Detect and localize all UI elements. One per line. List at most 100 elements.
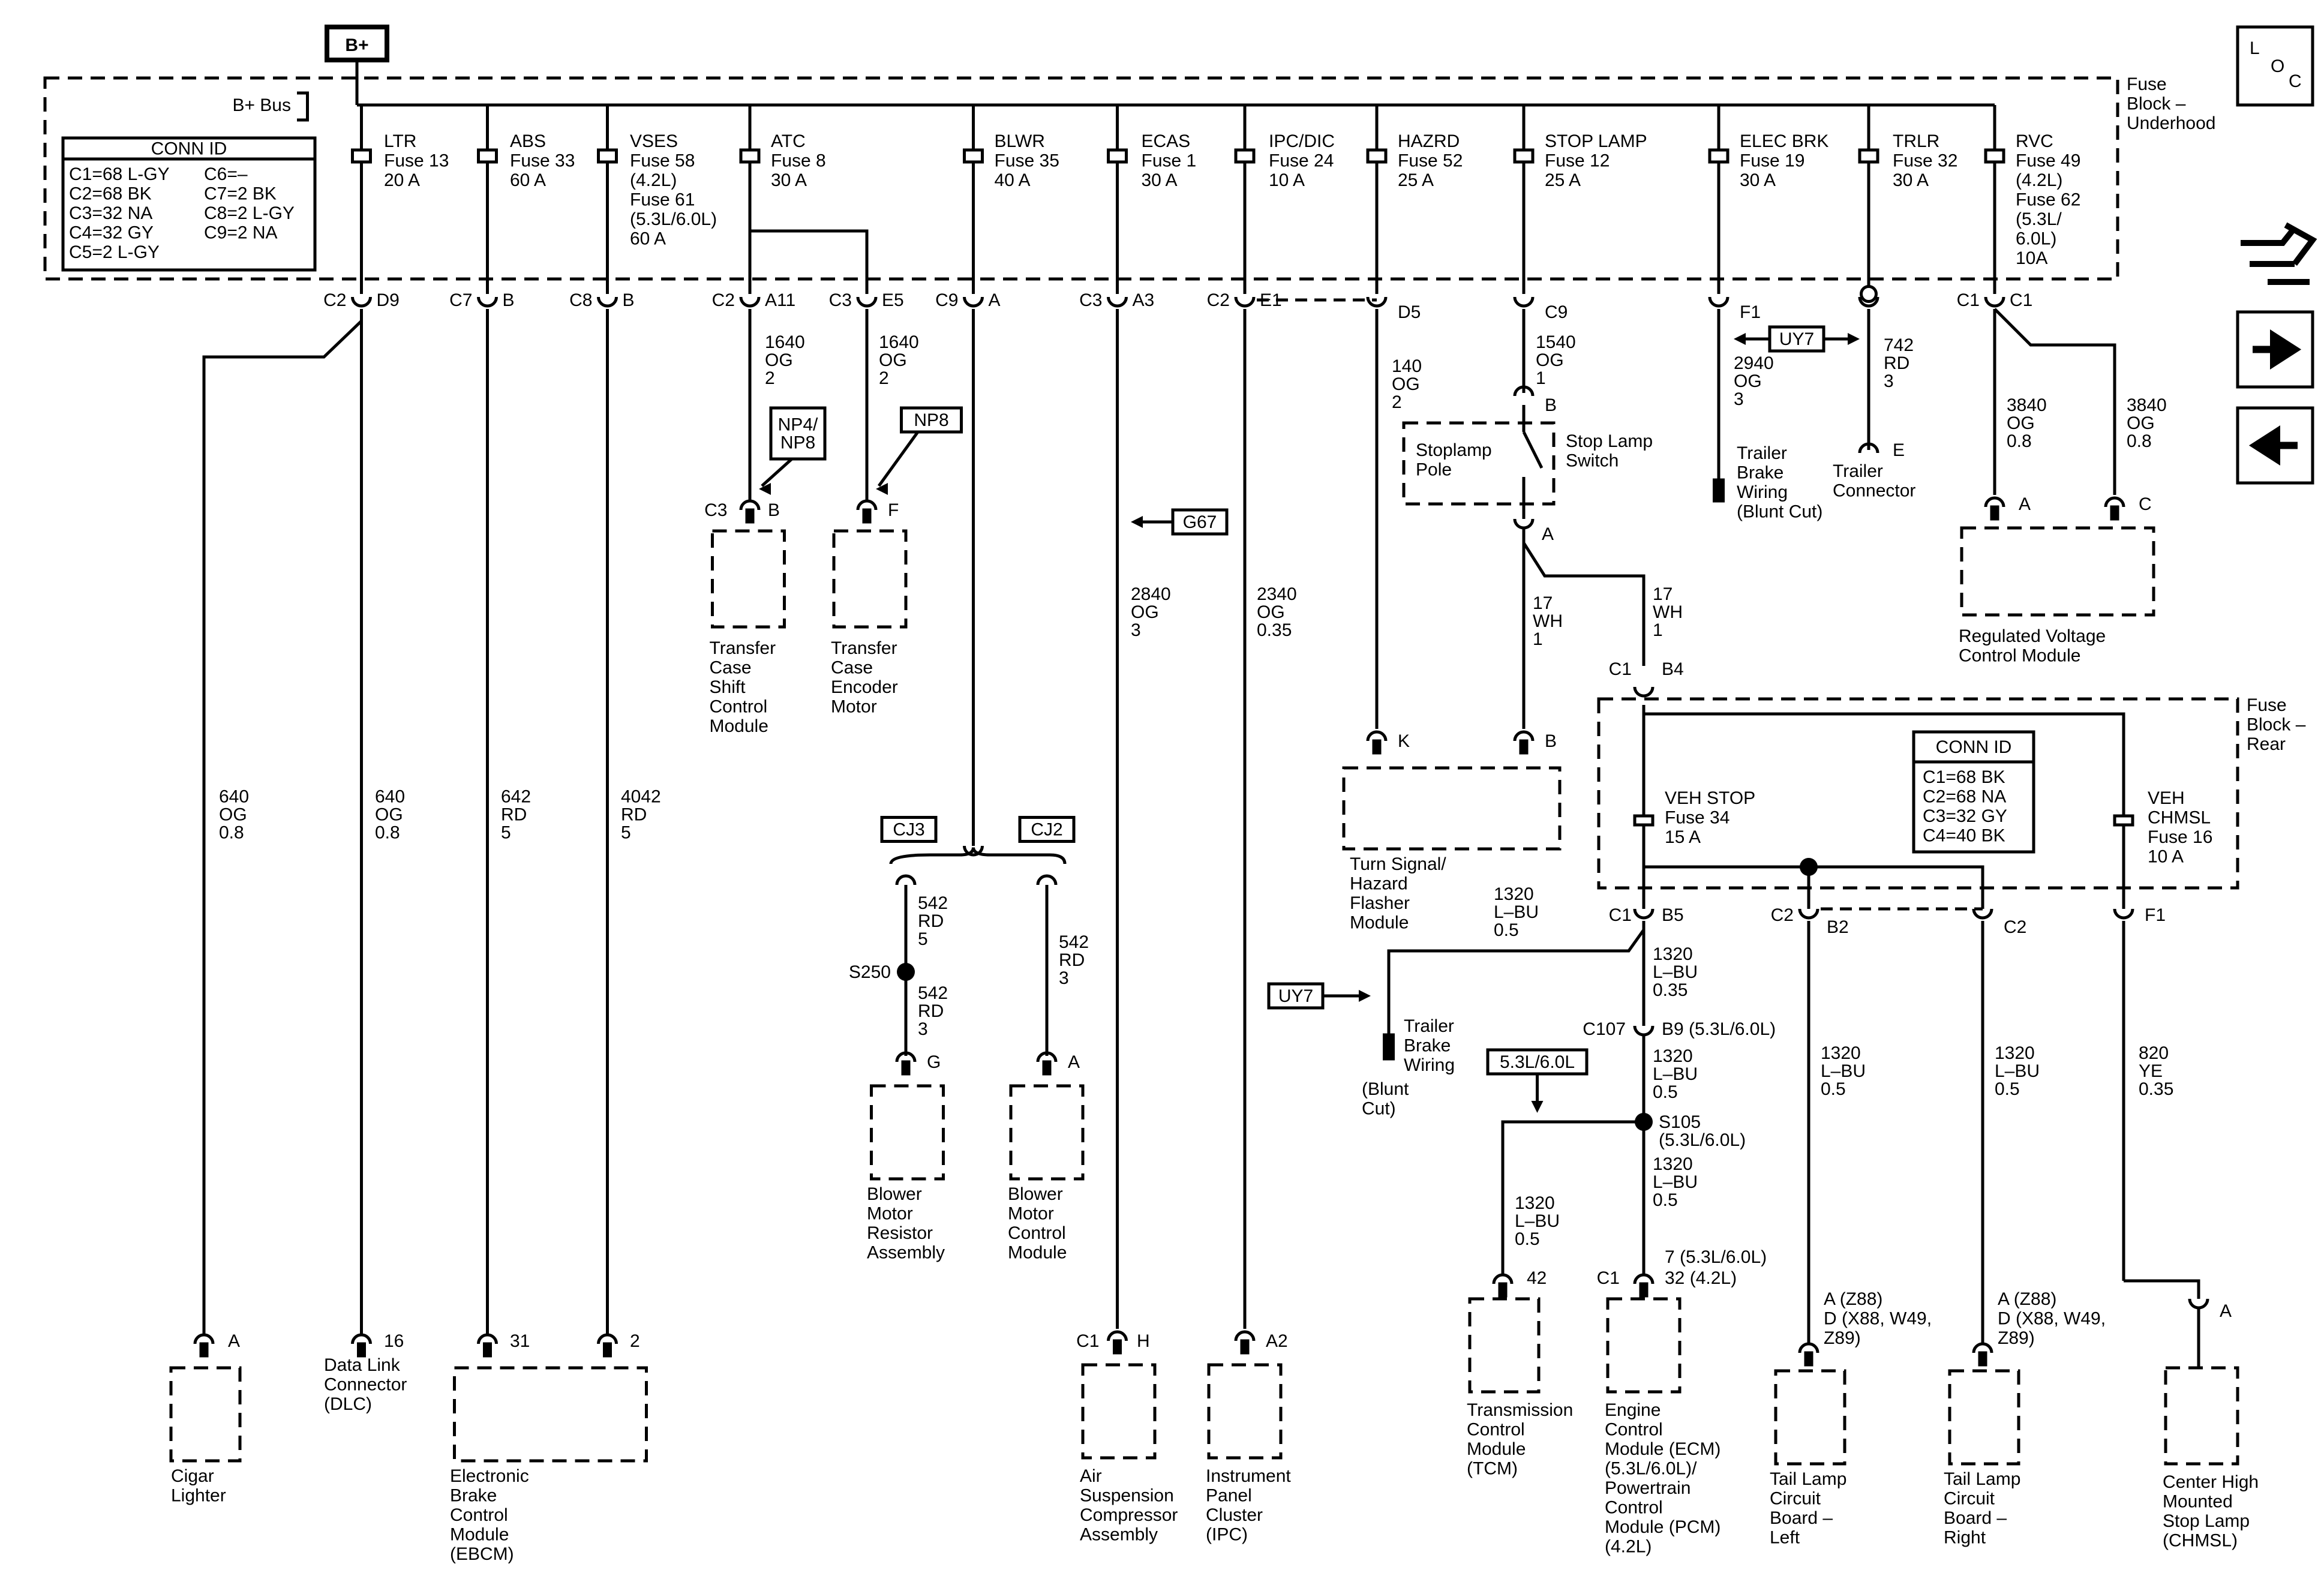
fuse-label: IPC/DIC [1269,131,1335,151]
connector-symbol [1513,730,1535,742]
connector-symbol [1972,908,1993,920]
fuse-label: ATC [771,131,806,151]
wire-label: OG [1392,374,1420,394]
fuse-label: 30 A [1740,170,1776,190]
component-label: Air [1080,1466,1102,1486]
fuse-symbol [1234,148,1256,164]
wire-label: 1 [1533,629,1543,649]
component-label: Mounted [2163,1492,2233,1512]
pin-label: Z89) [1824,1328,1861,1348]
air-comp-box [1081,1363,1157,1460]
ref-label: CJ3 [893,820,924,840]
wire-label: 0.8 [2127,431,2152,451]
wire-label: 2 [1392,392,1402,412]
tail-left-box [1774,1369,1846,1466]
connector-symbol [1633,686,1655,698]
connector-pin: F1 [1740,302,1761,322]
wire-label: 1 [1653,620,1663,640]
conn-id-line: C9=2 NA [204,223,278,243]
wire-break [963,845,984,857]
wire-label: 2 [765,368,775,388]
rvcm-box [1960,526,2155,617]
ref-np8 [900,406,963,434]
connector-symbol [1366,730,1388,742]
wire-label: 3 [1131,620,1141,640]
component-label: Module [1467,1439,1526,1459]
fuse-label: 10 A [1269,170,1305,190]
component-label: Lighter [171,1486,226,1506]
fuse-label: HAZRD [1398,131,1460,151]
pin-label: D (X88, W49, [1824,1309,1932,1329]
connector-symbol [1633,1025,1655,1037]
wire-label: 1 [1536,368,1546,388]
connector-symbol [1984,496,2005,508]
pin-symbol [199,1342,209,1358]
conn-id-line: C3=32 GY [1923,806,2007,826]
connector-symbol [1984,296,2005,308]
wire-label: OG [375,805,403,825]
conn-id-title: CONN ID [1936,737,2012,757]
wire-label: RD [1884,353,1909,373]
wire-label: 1320 [1515,1193,1555,1213]
connector-pin: A3 [1133,290,1155,310]
pin-symbol [901,1060,911,1076]
wire-label: 1320 [1653,1154,1693,1174]
pin-symbol [483,1342,492,1358]
component-label: (TCM) [1467,1459,1518,1479]
wire-label: 17 [1533,593,1553,613]
pin-symbol [1113,1339,1122,1355]
wire-label: 1320 [1653,944,1693,964]
fuse-label: 60 A [510,170,546,190]
wire-label: 2340 [1257,584,1297,604]
conn-id-line: C3=32 NA [69,203,152,223]
pin-label: Z89) [1998,1328,2035,1348]
component-label: Panel [1206,1486,1252,1506]
connector-id: C2 [323,290,346,310]
pin-label: A (Z88) [1824,1289,1882,1309]
fuse-block-underhood-label: Fuse [2127,74,2167,94]
component-label: Right [1944,1528,1986,1548]
pin-label: A [2220,1301,2232,1321]
pin-label: 31 [510,1331,530,1351]
component-label: (IPC) [1206,1525,1248,1545]
pin-symbol [1519,739,1529,755]
fuse-label: 15 A [1665,827,1701,847]
fuse-label: 30 A [1893,170,1929,190]
fuse-label: CHMSL [2148,808,2211,828]
wire-label: 642 [501,787,531,807]
pin-label: B [1545,731,1557,751]
ebcm-box [453,1366,648,1463]
pin-label: C [2139,494,2152,514]
arrow-head [1131,516,1143,528]
pin-label: F [888,500,899,520]
connector-id: C2 [1771,905,1794,925]
conn-id-rear [1912,730,2035,854]
component-label: Board – [1944,1508,2007,1528]
component-label: (CHMSL) [2163,1531,2238,1551]
connector-id: C1 [1957,290,1980,310]
connector-pin: F1 [2145,905,2166,925]
component-label: Brake [450,1486,497,1506]
ref-label: UY7 [1779,329,1814,349]
wire-label: 0.5 [1653,1190,1678,1210]
connector-symbol [1972,1342,1993,1353]
wire [2124,1279,2200,1299]
pin-label: E [1893,440,1905,460]
pin-label: A (Z88) [1998,1289,2056,1309]
component-label: Cut) [1362,1099,1396,1119]
component-label: Motor [1008,1204,1054,1224]
connector-symbol [2113,908,2134,920]
ipc-box [1207,1363,1283,1460]
loc-icon-o: O [2271,56,2284,76]
pin-label: 16 [384,1331,404,1351]
component-label: Wiring [1404,1055,1455,1075]
pin-label: A [1542,524,1554,544]
component-label: Control [1008,1223,1066,1243]
wire-label: 5 [621,823,631,843]
wire-label: 1640 [879,332,919,352]
connector-symbol [1633,1273,1655,1284]
fuse-label: RVC [2016,131,2053,151]
wire [1993,308,2116,495]
